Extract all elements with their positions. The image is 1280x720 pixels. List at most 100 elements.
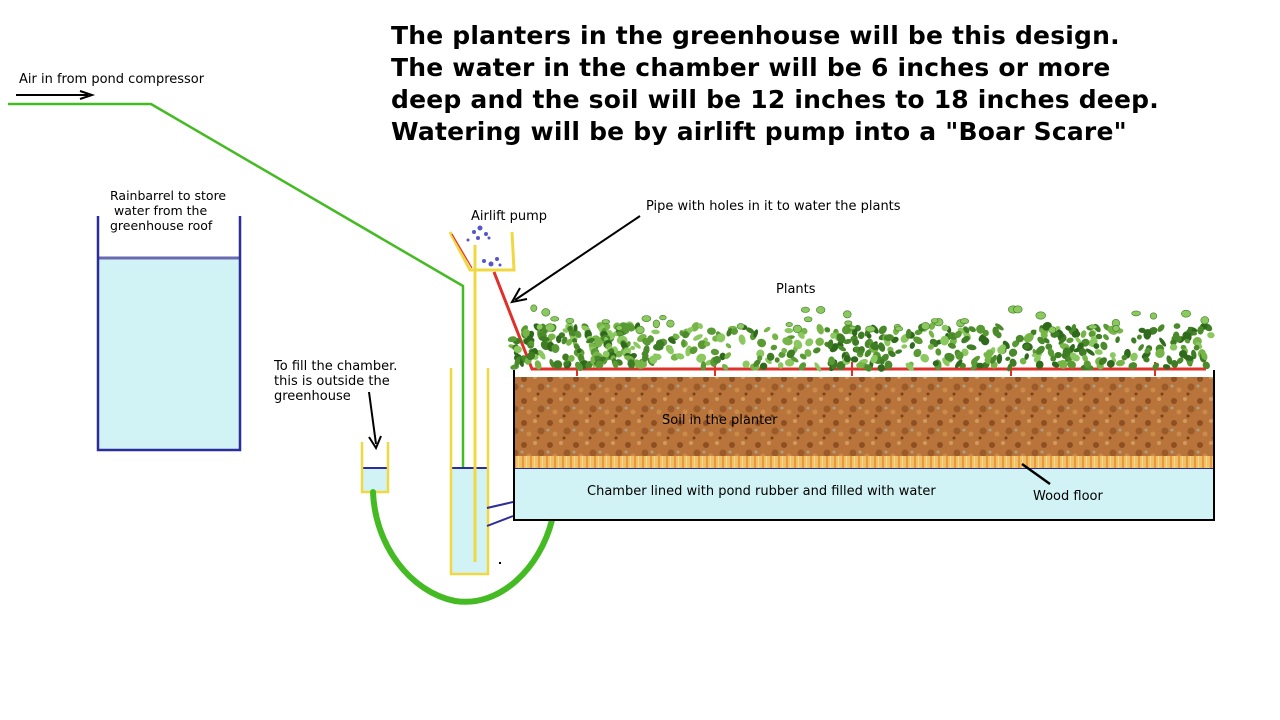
leaf (1037, 336, 1045, 345)
leaf (633, 341, 641, 349)
leaf (1172, 331, 1180, 341)
leaf (793, 339, 803, 349)
leaf (1013, 305, 1023, 314)
leaf (586, 337, 595, 344)
leaf (667, 337, 676, 345)
chamber-label: Chamber lined with pond rubber and fille… (587, 484, 936, 499)
leaf (538, 349, 546, 360)
leaf (1071, 330, 1081, 338)
leaf (565, 317, 575, 324)
leaf (513, 345, 522, 354)
leaf (1149, 312, 1158, 320)
leaf (1207, 332, 1215, 339)
leaf (1085, 348, 1095, 356)
leaf (730, 328, 739, 335)
leaf (942, 357, 950, 367)
leaf (786, 349, 795, 359)
leaf (1184, 338, 1191, 344)
leaf (1035, 345, 1045, 355)
leaf (574, 330, 582, 338)
leaf (757, 338, 767, 348)
leaf (653, 353, 662, 361)
leaf (1043, 338, 1050, 344)
leaf (561, 336, 568, 345)
leaf (665, 344, 674, 355)
leaf (1045, 343, 1053, 350)
leaf (1019, 357, 1027, 365)
leaf (1173, 323, 1181, 329)
leaf (1176, 357, 1184, 364)
leaf (1131, 310, 1141, 317)
leaf (797, 331, 805, 339)
leaf (1023, 333, 1034, 343)
leaf (738, 334, 746, 345)
leaf (635, 325, 645, 335)
leaf (563, 361, 570, 367)
leaf (1115, 359, 1125, 367)
leaf (785, 322, 793, 327)
leaf (1200, 316, 1210, 325)
leaf (757, 355, 763, 361)
leaf (843, 310, 852, 319)
leaf (995, 323, 1004, 331)
leaf (630, 345, 636, 351)
airlift-pump-label: Airlift pump (471, 209, 548, 224)
leaf (805, 338, 814, 347)
leaf (719, 352, 726, 361)
leaf (830, 332, 837, 339)
leaf (652, 319, 661, 329)
leaf (894, 326, 904, 332)
leaf (930, 318, 939, 324)
pipe-holes-label: Pipe with holes in it to water the plant… (646, 199, 901, 214)
leaf (1171, 359, 1179, 368)
pipe-note-arrow-icon (510, 215, 641, 304)
leaf (547, 333, 556, 341)
leaf (1000, 344, 1007, 350)
air-in-label: Air in from pond compressor (19, 72, 205, 87)
leaf (696, 353, 707, 363)
leaf (736, 323, 745, 330)
leaf (627, 359, 635, 369)
leaf (976, 324, 986, 334)
leaf (878, 325, 887, 335)
leaf (651, 329, 660, 335)
fill-chamber-label-line: To fill the chamber. (274, 359, 398, 374)
leaf (913, 336, 923, 345)
leaf (815, 337, 824, 346)
leaf (697, 340, 707, 350)
leaf (927, 343, 935, 350)
leaf (1005, 356, 1011, 361)
leaf (1088, 330, 1096, 338)
leaf (1144, 347, 1151, 354)
leaf (659, 315, 667, 321)
soil-label: Soil in the planter (662, 413, 778, 428)
leaf (1071, 323, 1077, 333)
leaf (562, 353, 570, 361)
planter (513, 370, 1215, 521)
leaf (1054, 351, 1062, 359)
fill-cup (360, 442, 390, 494)
plants-label: Plants (776, 282, 816, 297)
leaf (1093, 343, 1100, 349)
leaf (968, 326, 976, 333)
leaf (1112, 324, 1120, 332)
leaf (1182, 354, 1194, 361)
leaf (585, 361, 593, 369)
leaf (566, 339, 573, 346)
leaf (590, 356, 595, 365)
leaf (870, 354, 878, 364)
leaf (995, 331, 1002, 339)
rainbarrel-label: Rainbarrel to store water from the green… (110, 188, 226, 233)
leaf (816, 323, 824, 335)
leaf (1157, 324, 1165, 332)
leaf (642, 352, 649, 362)
leaf (901, 344, 908, 349)
leaf (947, 342, 956, 349)
leaf (522, 328, 530, 338)
leaf (1143, 329, 1152, 340)
leaf (550, 316, 560, 322)
leaf (828, 356, 835, 366)
leaf (1187, 326, 1193, 333)
leaf (866, 333, 872, 339)
leaf (1128, 362, 1138, 370)
